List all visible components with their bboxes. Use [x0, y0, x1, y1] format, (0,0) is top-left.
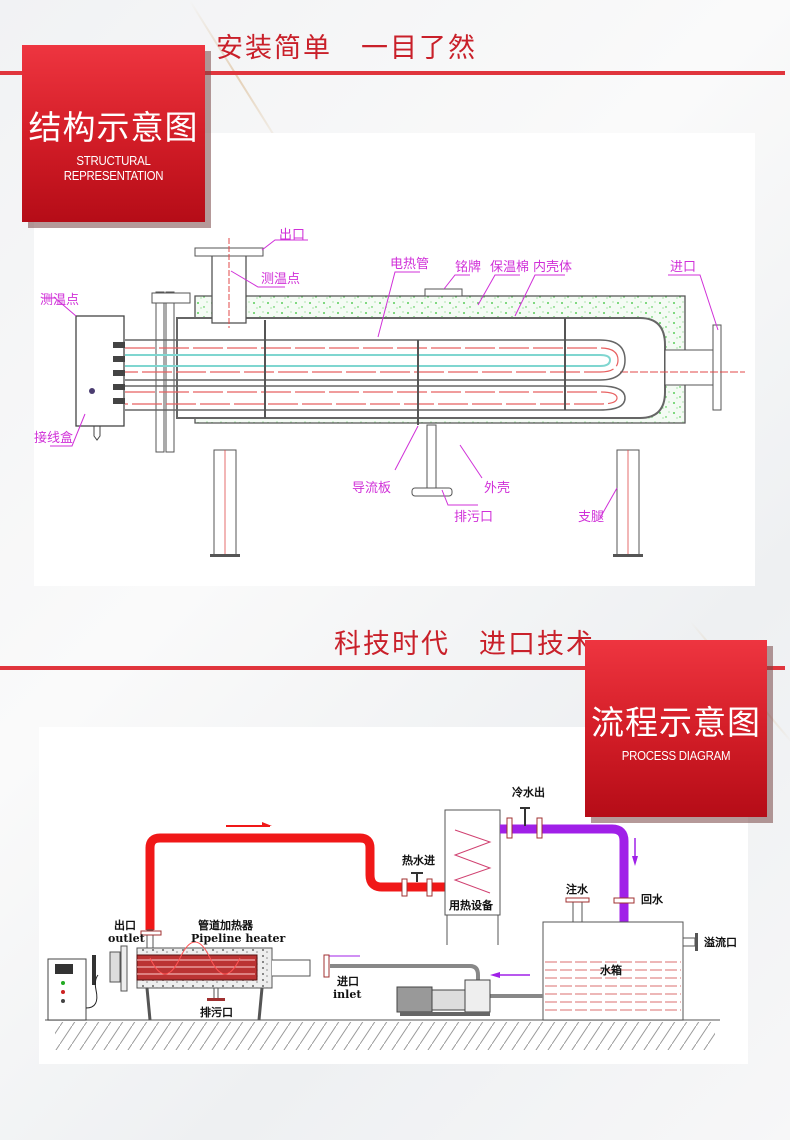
label-water-tank: 水箱 [600, 963, 622, 977]
label-hot-water-in: 热水进 [402, 853, 435, 867]
section2-tagline: 科技时代 进口技术 [334, 629, 595, 660]
overflow-pipe [682, 937, 696, 947]
label-fill-water: 注水 [566, 882, 589, 896]
label-overflow: 溢流口 [704, 935, 737, 949]
structure-diagram: 出口 测温点 测温点 电热管 铭牌 保温棉 内壳体 进口 接线盒 导流板 排污口… [34, 228, 745, 557]
inlet-pipe [664, 349, 716, 386]
label-outlet-cn: 出口 [114, 918, 136, 932]
drain-pipe [426, 424, 437, 491]
label-outlet: 出口 [279, 228, 305, 243]
inlet-line [330, 964, 480, 985]
label-drain: 排污口 [200, 1005, 233, 1019]
inner-shell [176, 317, 666, 419]
heat-coil [453, 829, 492, 894]
label-inner-shell: 内壳体 [533, 259, 572, 275]
label-heating-tube: 电热管 [390, 257, 429, 272]
inlet-flange [712, 324, 722, 411]
cold-water-valve [506, 807, 543, 839]
section2-divider [0, 666, 785, 670]
label-nameplate: 铭牌 [455, 259, 481, 275]
fill-pipe [572, 899, 583, 923]
label-insulation: 保温棉 [490, 260, 529, 275]
return-water-pipe [500, 824, 629, 924]
heat-equipment [444, 809, 501, 916]
hot-water-valve [401, 872, 433, 897]
label-inlet-en: inlet [333, 988, 362, 1001]
water-level [545, 961, 681, 1011]
label-cold-water-out: 冷水出 [512, 785, 545, 799]
water-tank [542, 921, 684, 1021]
label-heater-en: Pipeline heater [191, 932, 286, 945]
section1-divider [0, 71, 785, 75]
terminal-bolts [113, 342, 125, 404]
process-diagram: 出口 outlet 管道加热器 Pipeline heater 排污口 进口 i… [45, 785, 737, 1050]
label-outlet-en: outlet [108, 932, 146, 945]
label-outer-shell: 外壳 [484, 481, 510, 496]
heating-tubes [125, 339, 626, 411]
nameplate [424, 288, 463, 297]
label-baffle: 导流板 [352, 481, 391, 496]
pump-body [464, 979, 491, 1013]
label-support-leg: 支腿 [578, 510, 604, 525]
process-diagram-badge: 流程示意图 PROCESS DIAGRAM [585, 640, 767, 817]
label-drain: 排污口 [454, 510, 493, 525]
process-diagram-panel: 出口 outlet 管道加热器 Pipeline heater 排污口 进口 i… [39, 727, 748, 1064]
badge-title-cn: 流程示意图 [591, 703, 761, 742]
structural-representation-badge: 结构示意图 STRUCTURAL REPRESENTATION [22, 45, 205, 222]
section1-tagline: 安装简单 一目了然 [216, 33, 477, 64]
hot-water-pipe [145, 833, 445, 930]
heater-outlet-pipe [146, 929, 154, 949]
label-heater-cn: 管道加热器 [198, 918, 254, 932]
label-heat-equipment: 用热设备 [449, 898, 494, 912]
label-inlet-cn: 进口 [337, 974, 359, 988]
badge-title-cn: 结构示意图 [28, 108, 199, 147]
badge-title-en: STRUCTURAL REPRESENTATION [63, 153, 164, 183]
badge-title-en: PROCESS DIAGRAM [621, 748, 731, 763]
pump-motor [396, 986, 433, 1013]
label-temp-point-left: 测温点 [40, 293, 79, 308]
label-temp-point-top: 测温点 [261, 272, 300, 287]
label-return-water: 回水 [641, 892, 664, 906]
label-junction-box: 接线盒 [34, 430, 73, 446]
ground-hatch [55, 1022, 715, 1050]
label-inlet: 进口 [670, 260, 696, 275]
